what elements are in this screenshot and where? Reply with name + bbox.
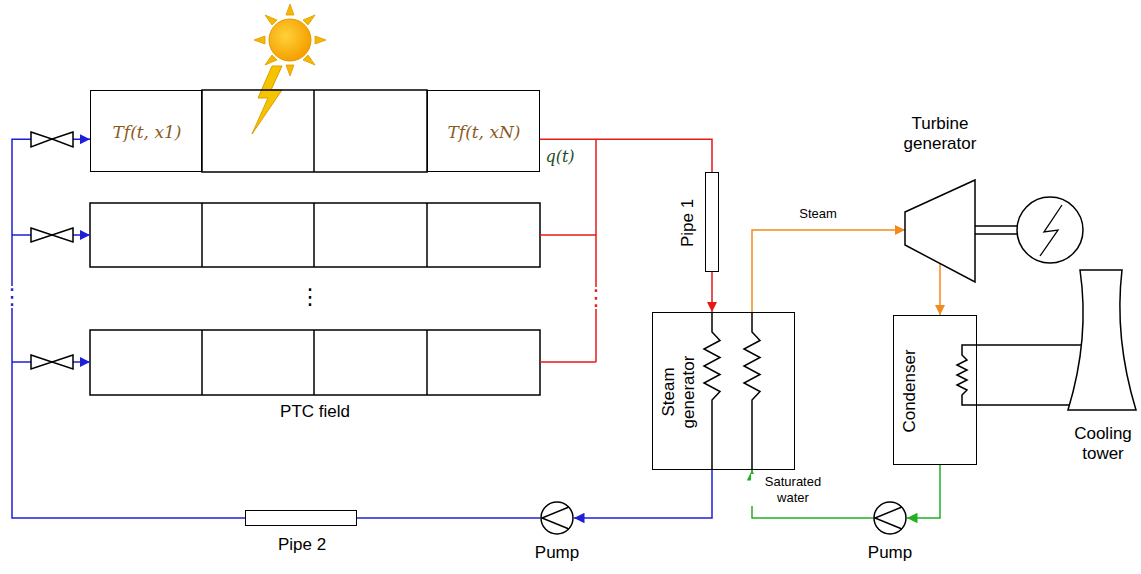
steam-generator-box: Steam generator (652, 312, 795, 470)
field-label: PTC field (280, 402, 350, 422)
node-label: Pump (535, 543, 579, 563)
cooling-tower-symbol: Cooling tower (1066, 268, 1138, 412)
coil-stroke (957, 345, 1069, 405)
coil-symbols (704, 312, 1069, 470)
continuation-dots: ⋮ (584, 287, 608, 309)
pump-outline (873, 501, 907, 535)
flow-connector (574, 470, 712, 518)
node-label: Turbine generator (890, 114, 990, 154)
generator-symbol (975, 197, 1083, 263)
node-label: Pipe 2 (278, 535, 326, 555)
turbine-outline (905, 180, 975, 282)
flow-connector (977, 344, 1082, 346)
outlet-branches (540, 139, 596, 362)
flow-label: Steam (797, 206, 839, 222)
turbine-symbol: Turbine generator (905, 180, 975, 282)
collector-rows (90, 90, 540, 395)
flow-connector (939, 263, 941, 315)
node-label: Tf(t, xN) (448, 122, 521, 142)
pump-symbol: Pump (873, 501, 907, 535)
turbine-outline (905, 180, 975, 282)
continuation-dots: ⋮ (298, 286, 322, 308)
tower-outline (1066, 268, 1138, 412)
node-label: Steam generator (659, 337, 699, 447)
node-label: Pipe 1 (678, 199, 698, 247)
flow-connector (357, 517, 540, 519)
sun-icon (254, 4, 326, 76)
pump-triangle (875, 507, 902, 529)
pump-outline (541, 502, 573, 534)
pump-circle (874, 502, 906, 534)
continuation-dots: ⋮ (0, 286, 24, 308)
tower-outline (1068, 270, 1136, 410)
pipe-segment: Pipe 1 (705, 172, 719, 272)
flow-connector (12, 139, 245, 518)
flow-connector (752, 230, 905, 312)
flow-label: Saturated water (751, 474, 835, 506)
pump-symbol: Pump (540, 501, 574, 535)
valve-symbols (31, 132, 73, 369)
node-label: Condenser (900, 349, 920, 432)
pump-triangle (542, 507, 569, 529)
node-label: Tf(t, x1) (113, 122, 182, 142)
pump-outline (874, 502, 906, 534)
flow-connector (540, 139, 712, 172)
collector-segment: Tf(t, x1) (90, 90, 202, 172)
flow-connector (711, 272, 713, 312)
flow-connector (907, 465, 940, 518)
coil-stroke (744, 312, 760, 470)
pump-outline (540, 501, 574, 535)
collector-segment: Tf(t, xN) (427, 90, 540, 172)
signal-label: q(t) (545, 147, 574, 167)
pump-circle (541, 502, 573, 534)
flow-connector (752, 470, 873, 518)
node-label: Pump (868, 543, 912, 563)
lightning-icon (252, 66, 282, 134)
condenser-box: Condenser (893, 315, 977, 465)
node-label: Cooling tower (1065, 424, 1141, 464)
coil-stroke (704, 312, 720, 470)
pipe-segment: Pipe 2 (245, 510, 357, 526)
